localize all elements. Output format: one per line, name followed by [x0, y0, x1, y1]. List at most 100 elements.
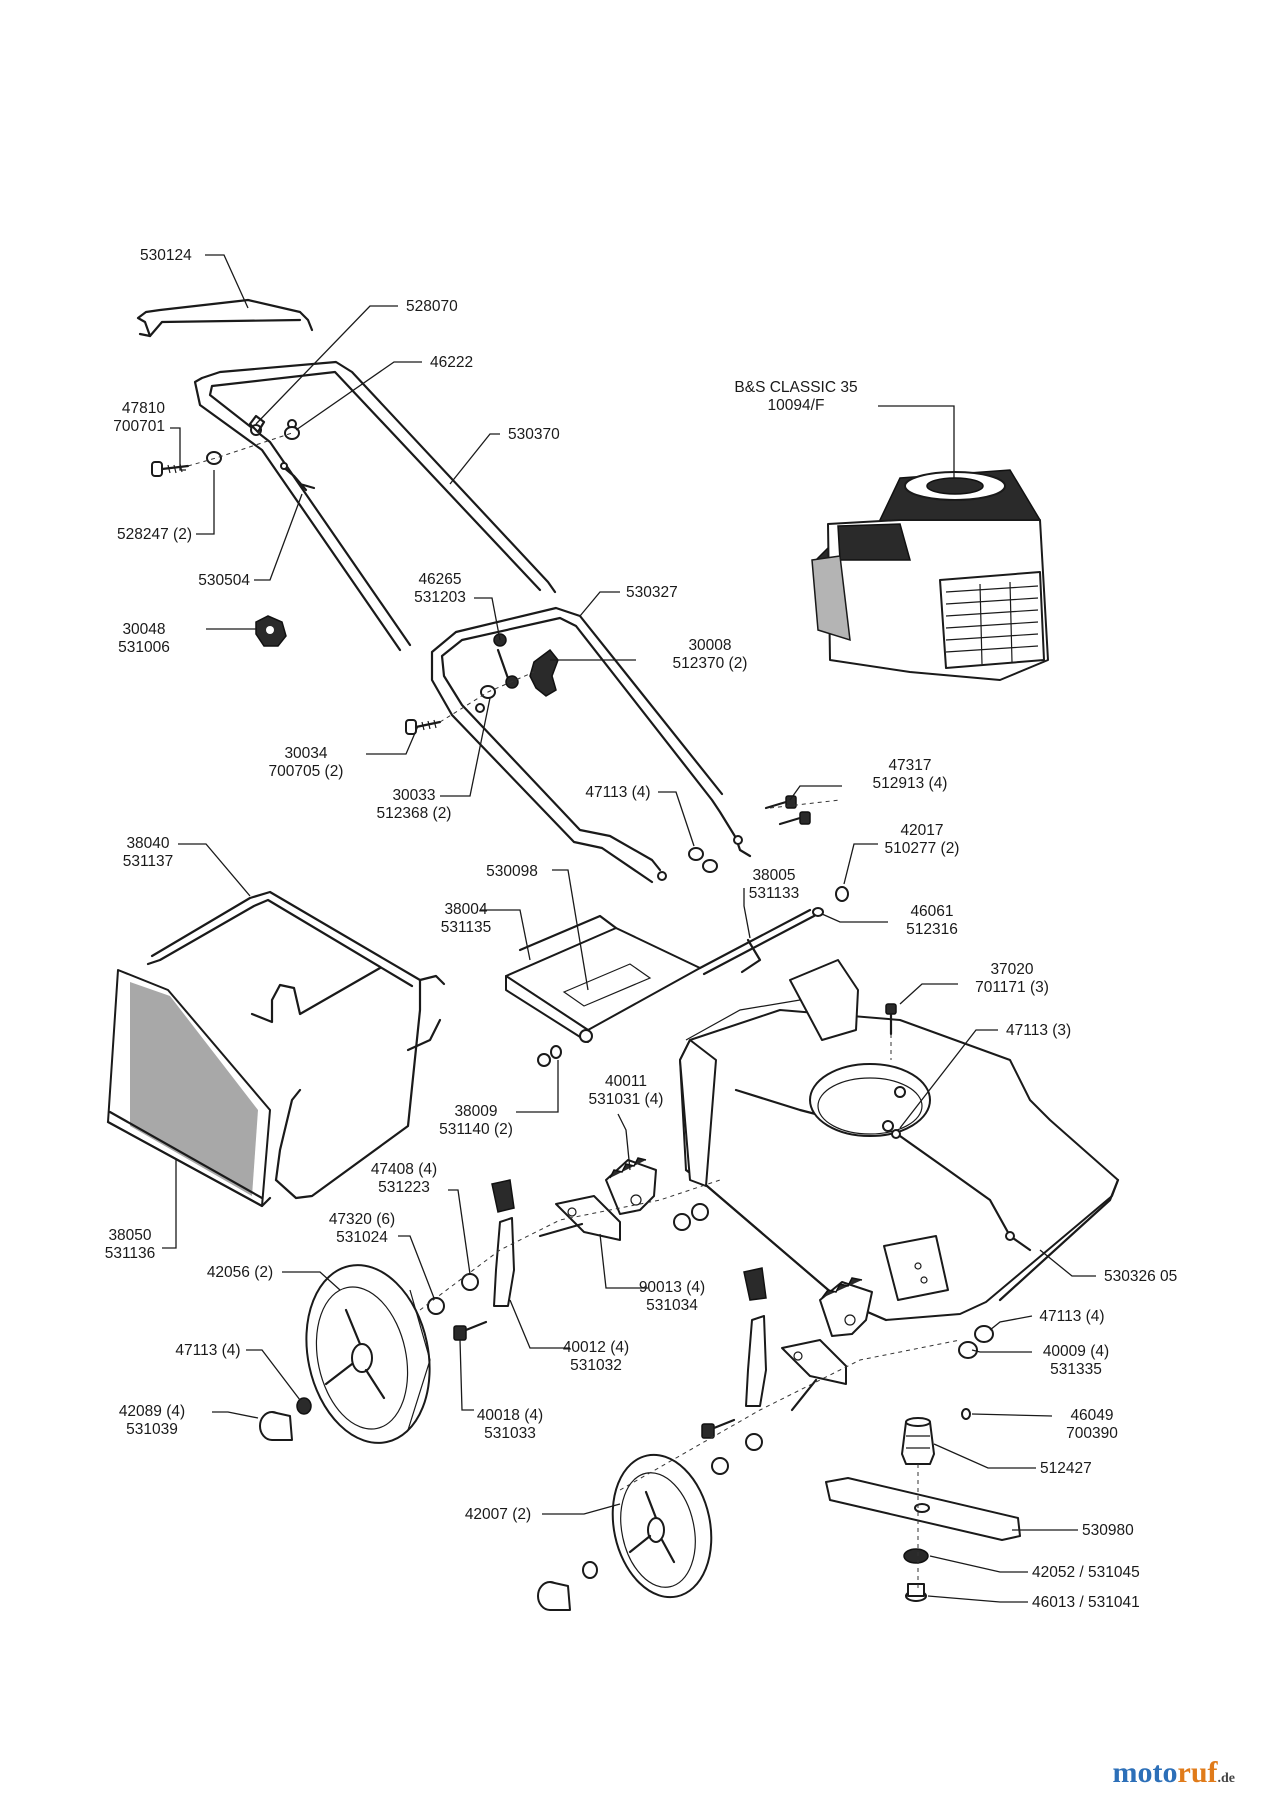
label-42089: 42089 (4)531039 — [119, 1403, 185, 1438]
bolt-40018-b — [701, 1418, 736, 1439]
upper-handle — [193, 360, 557, 652]
nut-47113-b — [702, 859, 718, 873]
nut-47113-wheel — [296, 1397, 312, 1415]
upper-handle-bar — [136, 298, 314, 338]
label-530504: 530504 — [198, 572, 250, 589]
height-adjuster-40011 — [605, 1157, 657, 1215]
hub-cap-front — [537, 1581, 571, 1611]
lower-handle — [430, 606, 752, 884]
label-47113c: 47113 (4) — [1039, 1308, 1104, 1325]
rear-wheel — [305, 1264, 431, 1444]
knob-47408-a — [491, 1179, 515, 1213]
grass-catcher-bag — [106, 969, 272, 1208]
label-46222: 46222 — [430, 354, 473, 371]
label-512427: 512427 — [1040, 1460, 1092, 1477]
nut-47113 — [688, 847, 704, 861]
bolts-47317 — [764, 795, 811, 826]
label-40009: 40009 (4)531335 — [1043, 1343, 1109, 1378]
washer-38009-a — [537, 1053, 551, 1067]
spring-530504 — [280, 462, 316, 492]
washer-528247 — [206, 451, 222, 465]
axle-bracket-90013-a — [538, 1195, 621, 1241]
nut-46222 — [284, 426, 300, 440]
bolt-30034 — [405, 719, 442, 735]
lever-40012-b — [745, 1315, 767, 1407]
label-530124: 530124 — [140, 247, 192, 264]
label-42052: 42052 / 531045 — [1032, 1564, 1140, 1581]
rear-flap — [505, 914, 701, 1043]
brand-logo: motoruf.de — [1113, 1756, 1235, 1790]
hub-cap-42089 — [259, 1411, 293, 1441]
lever-40012-a — [493, 1217, 515, 1307]
label-47113a: 47113 (4) — [585, 784, 650, 801]
nut-47320-b — [427, 1297, 445, 1315]
nut-47113-right — [974, 1325, 994, 1343]
bolt-47810 — [151, 461, 190, 477]
label-40018: 40018 (4)531033 — [477, 1407, 543, 1442]
nut-47320-e — [745, 1433, 763, 1451]
grass-catcher-frame — [146, 890, 446, 1200]
blade-bolt — [905, 1583, 927, 1602]
label-42056: 42056 (2) — [207, 1264, 273, 1281]
height-adjuster-40011-b — [819, 1277, 873, 1337]
nut-40009-right — [958, 1341, 978, 1359]
nut-47320-a — [461, 1273, 479, 1291]
label-47408: 47408 (4)531223 — [371, 1161, 437, 1196]
leader-lines — [162, 254, 1096, 1603]
mower-deck — [679, 959, 1120, 1322]
blade-adapter — [901, 1417, 935, 1465]
brand-name-b: ruf — [1177, 1756, 1218, 1789]
nut-47320-d — [691, 1203, 709, 1221]
label-47320: 47320 (6)531024 — [329, 1211, 395, 1246]
clip-528070 — [248, 414, 266, 434]
brand-name-a: moto — [1112, 1756, 1178, 1789]
label-528070: 528070 — [406, 298, 458, 315]
nut-47113-front — [582, 1561, 598, 1579]
knob-30008 — [529, 648, 559, 697]
cutting-blade — [825, 1477, 1021, 1541]
washer-46049 — [961, 1408, 971, 1420]
nut-47113-deck — [891, 1129, 901, 1139]
washer-38009-b — [550, 1045, 562, 1059]
cable-clip-46265 — [493, 633, 519, 689]
blade-washer — [903, 1548, 929, 1564]
label-40012: 40012 (4)531032 — [563, 1339, 629, 1374]
label-42007: 42007 (2) — [465, 1506, 531, 1523]
label-90013: 90013 (4)531034 — [639, 1279, 705, 1314]
nut-47320-c — [673, 1213, 691, 1231]
label-530327: 530327 — [626, 584, 678, 601]
nut-47320-f — [711, 1457, 729, 1475]
label-530098: 530098 — [486, 863, 538, 880]
engine-bs-classic-35 — [811, 469, 1049, 681]
knob-47408-b — [743, 1267, 767, 1301]
front-wheel — [611, 1453, 713, 1599]
knob-30048 — [255, 615, 287, 647]
bolt-40018-a — [453, 1320, 488, 1341]
label-47113d: 47113 (4) — [175, 1342, 240, 1359]
rod-38005 — [698, 908, 816, 976]
label-530326: 530326 05 — [1104, 1268, 1177, 1285]
label-47113b: 47113 (3) — [1006, 1022, 1071, 1039]
label-528247: 528247 (2) — [117, 526, 192, 543]
brand-suffix: .de — [1217, 1771, 1236, 1786]
axle-bracket-90013-b — [781, 1339, 847, 1412]
label-46013: 46013 / 531041 — [1032, 1594, 1140, 1611]
